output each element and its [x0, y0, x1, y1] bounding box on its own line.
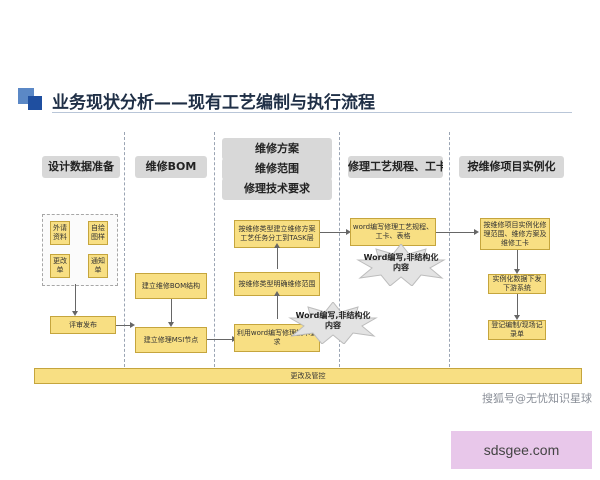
- notice-box: 通知单: [88, 254, 108, 278]
- column-divider: [339, 132, 340, 367]
- external-data-box: 外请资料: [50, 221, 70, 245]
- review-release-box: 评审发布: [50, 316, 116, 334]
- arrowhead: [130, 322, 135, 328]
- title-square-dark: [28, 96, 42, 110]
- title-underline: [52, 112, 572, 113]
- arrowhead: [514, 315, 520, 320]
- arrow-msi-to-requirement: [207, 339, 232, 340]
- self-drawing-box: 自绘图样: [88, 221, 108, 245]
- source-label: 搜狐号@无忧知识星球: [482, 392, 592, 405]
- phase-maintenance-bom: 维修BOM: [135, 156, 207, 178]
- arrowhead: [346, 229, 351, 235]
- arrow-task-up: [277, 248, 278, 269]
- phase-repair-process: 修理工艺规程、工卡: [348, 156, 443, 178]
- instantiation-box: 按维修项目实例化修理范围、维修方案及维修工卡: [480, 218, 550, 250]
- arrow-inst-down: [517, 250, 518, 269]
- process-box: word编写修理工艺规程、工卡、表格: [350, 218, 436, 246]
- arrowhead: [274, 243, 280, 248]
- watermark: sdsgee.com: [451, 431, 592, 469]
- arrow-process-to-instantiation: [436, 232, 474, 233]
- phase-instantiation: 按维修项目实例化: [459, 156, 564, 178]
- phase-maintenance-scope: 维修范围: [222, 158, 332, 180]
- starburst-callout: [356, 244, 446, 286]
- column-divider: [124, 132, 125, 367]
- phase-design-data: 设计数据准备: [42, 156, 120, 178]
- arrowhead: [514, 269, 520, 274]
- arrowhead: [72, 311, 78, 316]
- arrow-to-review: [75, 284, 76, 311]
- arrow-task-to-process: [320, 232, 346, 233]
- phase-repair-requirements: 修理技术要求: [222, 178, 332, 200]
- change-order-box: 更改单: [50, 254, 70, 278]
- note-word-unstructured-1: Word编写,非结构化内容: [363, 253, 439, 272]
- change-control-bar: 更改及管控: [34, 368, 582, 384]
- slide-title: 业务现状分析——现有工艺编制与执行流程: [52, 93, 375, 113]
- starburst-callout: [288, 302, 378, 344]
- column-divider: [214, 132, 215, 367]
- arrow-bom-to-msi: [171, 299, 172, 322]
- note-word-unstructured-2: Word编写,非结构化内容: [295, 311, 371, 330]
- build-bom-box: 建立维修BOM结构: [135, 273, 207, 299]
- arrowhead: [474, 229, 479, 235]
- arrow-down-down: [517, 294, 518, 315]
- arrow-review-to-bom: [116, 325, 130, 326]
- downstream-box: 实例化数据下发下游系统: [488, 274, 546, 294]
- msi-node-box: 建立修理MSI节点: [135, 327, 207, 353]
- arrowhead: [274, 291, 280, 296]
- phase-maintenance-plan: 维修方案: [222, 138, 332, 160]
- record-box: 登记编制/现场记录单: [488, 320, 546, 340]
- requirement-box: 利用word编写修理技术要求: [234, 324, 320, 352]
- arrowhead: [168, 322, 174, 327]
- column-divider: [449, 132, 450, 367]
- arrow-scope-up: [277, 296, 278, 319]
- process-diagram: 设计数据准备 维修BOM 维修方案 维修范围 修理技术要求 修理工艺规程、工卡 …: [34, 132, 582, 408]
